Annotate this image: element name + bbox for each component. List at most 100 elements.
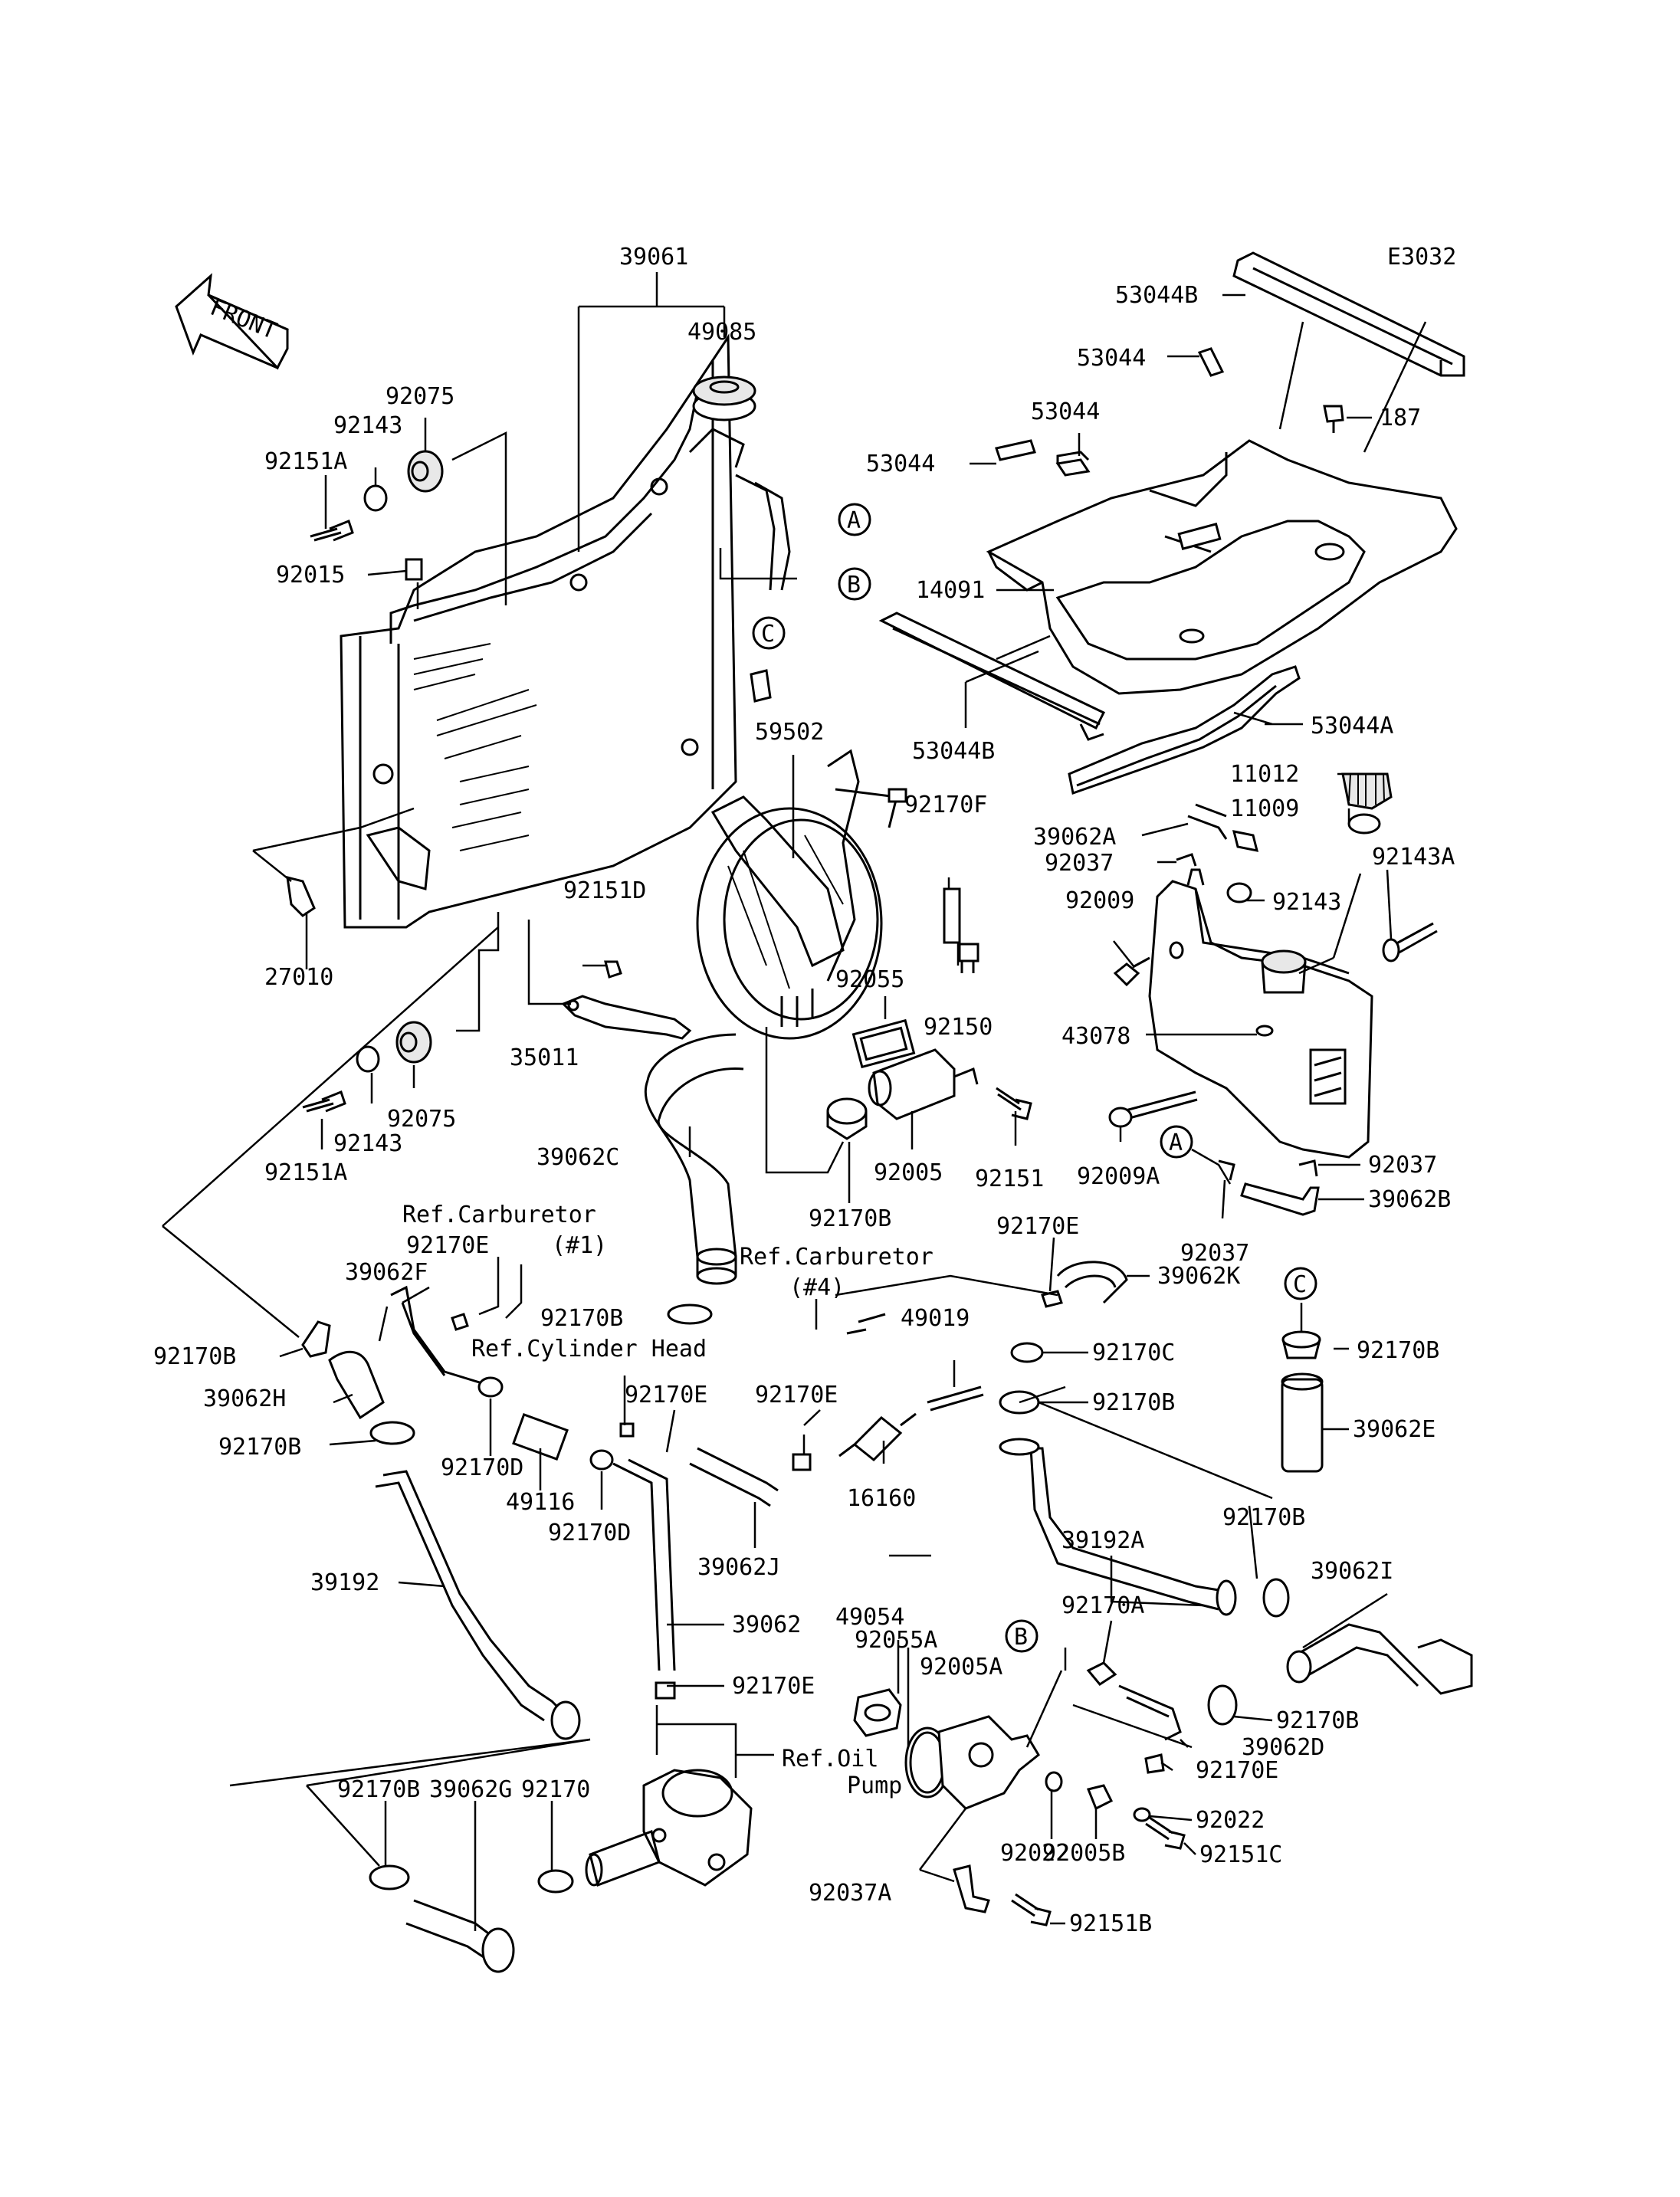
hose-39062I (1286, 1623, 1473, 1695)
bolt-92151A-bot (302, 1090, 346, 1113)
callout-49019: 49019 (901, 1305, 970, 1332)
callout-92170B-d: 92170B (1092, 1389, 1175, 1416)
fan-59502 (696, 749, 907, 1040)
pad-53044-a (1197, 347, 1225, 377)
callout-16160: 16160 (847, 1485, 916, 1512)
callout-35011: 35011 (510, 1044, 579, 1071)
clamp-92170E-d (619, 1422, 635, 1438)
strip-53044A (1068, 665, 1301, 795)
callout-92170B-h: 92170B (153, 1343, 236, 1370)
callout-11012: 11012 (1230, 761, 1299, 788)
svg-text:C: C (761, 621, 775, 648)
hose-39062E (1281, 1372, 1324, 1473)
callout-92170: 92170 (521, 1776, 590, 1803)
hose-39062J (689, 1447, 779, 1507)
marker-c-radiator: C (752, 616, 786, 650)
callout-92170C: 92170C (1092, 1340, 1175, 1366)
clamp-92170B-f (1207, 1684, 1238, 1726)
callout-92143-bot: 92143 (333, 1130, 402, 1157)
hose-39062A (1187, 803, 1259, 852)
callout-92170E-f: 92170E (732, 1673, 815, 1700)
collar-92143-top (363, 484, 388, 512)
ref-cylinder-head: Ref.Cylinder Head (471, 1336, 707, 1362)
callout-92170B-fan: 92170B (809, 1205, 891, 1232)
bolt-92151A-top (310, 520, 354, 542)
callout-53044-c: 53044 (866, 451, 935, 477)
clamp-92170B-e (1262, 1578, 1290, 1618)
bracket-92037A (953, 1864, 990, 1913)
clamp-92170D-b (589, 1449, 614, 1471)
callout-92151: 92151 (975, 1166, 1044, 1192)
bolt-92151C (1145, 1816, 1186, 1850)
callout-92009: 92009 (1065, 887, 1134, 914)
callout-92151C: 92151C (1199, 1841, 1282, 1868)
cap-11012 (1341, 772, 1393, 810)
ref-carburetor-1-line1: Ref.Carburetor (402, 1202, 596, 1228)
svg-text:A: A (847, 507, 861, 534)
callout-92150: 92150 (924, 1014, 993, 1041)
filter-16160 (838, 1412, 917, 1462)
callout-92037-c: 92037 (1180, 1240, 1249, 1267)
pipe-39192A (999, 1438, 1237, 1616)
callout-92151A-bot: 92151A (264, 1159, 347, 1186)
strip-53044B-bot (878, 612, 1106, 741)
bolt-92151B (1011, 1893, 1052, 1926)
callout-92151D: 92151D (563, 877, 646, 904)
callout-92170B-e: 92170B (1222, 1504, 1305, 1531)
ref-carburetor-4-line1: Ref.Carburetor (740, 1244, 934, 1271)
strap-92170F (943, 887, 961, 944)
callout-92143-res: 92143 (1272, 889, 1341, 916)
bolt-92150 (958, 943, 979, 973)
ref-carburetor-1-line2: (#1) (552, 1232, 607, 1259)
clamp-92170D-a (477, 1376, 504, 1398)
reservoir-43078 (1148, 868, 1373, 1159)
clamp-92170B-j (369, 1864, 410, 1890)
clamp-92170E-a (1041, 1290, 1063, 1308)
bolt-92009 (1113, 956, 1150, 987)
clamp-92170B-i (369, 1421, 415, 1445)
callout-92170A: 92170A (1061, 1592, 1144, 1619)
fitting-92005 (868, 1048, 979, 1120)
clip-92015 (405, 558, 423, 581)
callout-92170B-g: 92170B (540, 1305, 623, 1332)
callout-92055: 92055 (835, 966, 904, 993)
callout-92005B: 92005B (1042, 1840, 1125, 1867)
temp-switch-27010 (286, 876, 316, 917)
callout-39062: 39062 (732, 1612, 801, 1638)
callout-92005A: 92005A (920, 1654, 1002, 1681)
callout-92170D-a: 92170D (441, 1454, 523, 1481)
leader-lines (162, 272, 1427, 1931)
thermostat-49054 (853, 1688, 902, 1737)
callout-53044-a: 53044 (1077, 345, 1146, 372)
svg-text:C: C (1293, 1271, 1307, 1298)
o-ring-92055 (851, 1018, 916, 1069)
ref-carburetor-4-line2: (#4) (789, 1274, 845, 1301)
clamp-92170E-e (792, 1453, 812, 1471)
callout-39192A: 39192A (1061, 1527, 1144, 1554)
callout-92170B-j: 92170B (337, 1776, 420, 1803)
callout-92151A-top: 92151A (264, 448, 347, 475)
callout-92170E-c: 92170E (406, 1232, 489, 1259)
marker-a-radiator: A (838, 503, 871, 536)
clip-92037-c (1218, 1159, 1235, 1181)
clip-92037-b (1298, 1159, 1318, 1177)
front-arrow-icon: FRONT (175, 273, 289, 370)
bolt-92151D (604, 960, 622, 979)
callout-92015: 92015 (276, 562, 345, 589)
housing-92005A (937, 1715, 1040, 1810)
callout-92022-a: 92022 (1000, 1840, 1069, 1867)
callout-39061: 39061 (619, 244, 688, 271)
callout-43078: 43078 (1061, 1023, 1130, 1050)
pad-53044-b (1055, 451, 1091, 477)
callout-92170E-a: 92170E (996, 1213, 1079, 1240)
bolt-92151 (996, 1087, 1032, 1120)
hose-39062 (612, 1458, 676, 1671)
hose-39062C (644, 1033, 744, 1285)
clamp-92170E-b (1144, 1753, 1165, 1774)
radiator (340, 333, 791, 929)
marker-c-hose: C (1284, 1267, 1317, 1300)
callout-92170E-e: 92170E (755, 1382, 838, 1408)
callout-39062I: 39062I (1311, 1558, 1393, 1585)
hose-39062D (1118, 1684, 1182, 1741)
